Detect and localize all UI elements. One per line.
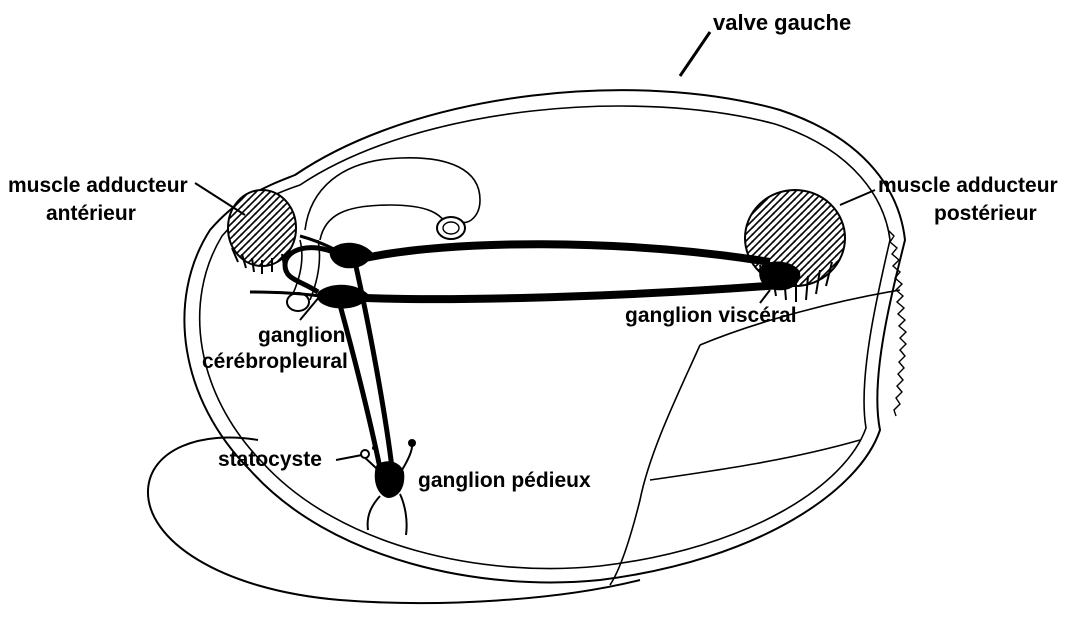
cerebro-visceral-connective-upper <box>365 244 770 262</box>
label-ganglion-cerebropleural-2: cérébropleural <box>202 350 348 373</box>
cerebro-visceral-connective-lower <box>365 285 780 299</box>
cerebro-pedal-connective-left <box>340 305 380 468</box>
pedal-ganglion <box>375 461 405 498</box>
label-ganglion-cerebropleural-1: ganglion <box>258 324 346 347</box>
label-statocyste: statocyste <box>218 448 322 471</box>
mantle-edge <box>610 290 900 585</box>
hinge-serrated-edge <box>888 230 906 416</box>
label-valve-gauche: valve gauche <box>713 10 851 35</box>
leader-statocyste <box>336 455 362 460</box>
label-muscle-anterieur-2: antérieur <box>46 202 136 225</box>
leader-muscle-anterieur <box>195 183 245 215</box>
statocyste-right <box>408 439 416 447</box>
label-muscle-posterieur-1: muscle adducteur <box>878 174 1058 197</box>
statocyste-left <box>361 450 369 458</box>
leader-ganglion-visceral <box>760 290 770 303</box>
statocyste-small <box>372 446 376 450</box>
leader-muscle-posterieur <box>840 190 875 205</box>
leader-valve-gauche <box>680 32 710 76</box>
label-muscle-posterieur-2: postérieur <box>934 202 1037 225</box>
label-ganglion-pedieux: ganglion pédieux <box>418 469 591 492</box>
anterior-nerve <box>250 292 320 296</box>
siphon-opening-inner <box>443 222 459 234</box>
label-muscle-anterieur-1: muscle adducteur <box>8 174 188 197</box>
label-ganglion-visceral: ganglion viscéral <box>625 304 797 327</box>
